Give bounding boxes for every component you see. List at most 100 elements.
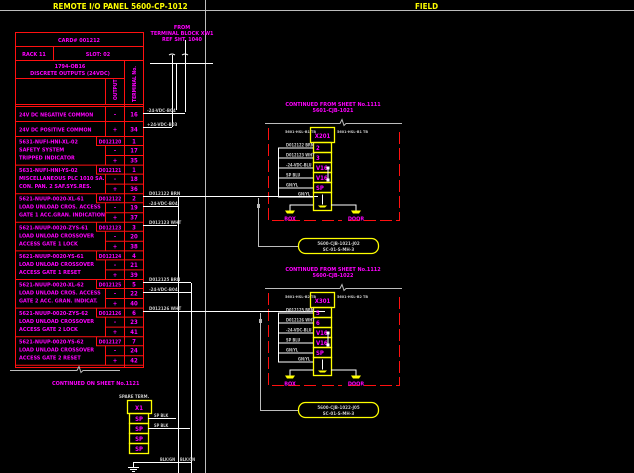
point-neg-terminal: 18 (130, 176, 138, 183)
point-address: D012124 (99, 254, 122, 260)
svg-text:6: 6 (316, 320, 320, 327)
svg-text:-24-VDC-B04: -24-VDC-B04 (147, 108, 176, 114)
svg-text:D012123 WHT: D012123 WHT (286, 153, 315, 158)
point-neg-terminal: 23 (130, 319, 138, 326)
point-pos-terminal: 36 (130, 186, 138, 193)
point-neg-terminal: 19 (130, 205, 138, 212)
cable-id: 5600-CJB-1021-J02 (317, 241, 359, 247)
header-left-title: REMOTE I/O PANEL 5600-CP-1012 (53, 2, 188, 11)
point-output: 1 (132, 167, 136, 174)
card-table-rows: 24V DC NEGATIVE COMMON-16 24V DC POSITIVE… (15, 106, 143, 366)
svg-text:GN/YL: GN/YL (286, 183, 299, 188)
svg-text:GN/YL: GN/YL (298, 192, 311, 197)
point-desc-1: MISCELLANEOUS PLC 1010 SA. (19, 176, 105, 182)
cable-tag (297, 401, 380, 419)
svg-text:3: 3 (316, 155, 320, 162)
svg-text:GN/YL: GN/YL (286, 348, 299, 353)
point-neg-sign: - (114, 262, 116, 269)
svg-text:SP: SP (316, 350, 324, 357)
point-pos-sign: + (113, 243, 118, 250)
point-neg-sign: - (114, 348, 116, 355)
common-terminal: 34 (130, 127, 138, 134)
common-terminal: 16 (130, 112, 138, 119)
point-pos-terminal: 40 (130, 301, 138, 308)
col-output: OUTPUT (113, 79, 119, 100)
spare-terminal-id: X1 (135, 405, 143, 412)
point-address: D012126 (99, 311, 122, 317)
svg-text:-24-VDC-BLU: -24-VDC-BLU (286, 163, 312, 168)
gate2-wire-labels: D012125 BRN -24-VDC-B04 D012126 WHT (149, 277, 182, 312)
col-terminal: TERMINAL No. (132, 66, 138, 102)
svg-text:FROM: FROM (174, 25, 190, 31)
junction-box: CONTINUED FROM SHEET No.11125600-CJB-102… (259, 267, 402, 419)
point-neg-sign: - (114, 233, 116, 240)
point-address: D012120 (99, 140, 122, 146)
point-desc-2: GATE 2 ACC. GRAN. INDICAT. (19, 299, 98, 305)
point-tag: 5621-NUUP-0020-YS-61 (19, 254, 84, 260)
point-output: 5 (132, 282, 136, 289)
point-tag: 5621-NUUP-0020-XL-62 (19, 283, 84, 289)
svg-text:-24-VDC-BLU: -24-VDC-BLU (286, 328, 312, 333)
point-desc-2: ACCESS GATE 1 RESET (19, 270, 81, 276)
point-address: D012122 (99, 197, 122, 203)
svg-text:5: 5 (316, 310, 320, 317)
continued-on-note: CONTINUED ON SHEET No.1121 (52, 381, 140, 387)
point-pos-terminal: 42 (130, 358, 138, 365)
module-desc: DISCRETE OUTPUTS (24VDC) (30, 71, 110, 77)
point-neg-terminal: 22 (130, 291, 138, 298)
point-desc-2: GATE 1 ACC.GRAN. INDICATION (19, 213, 105, 219)
svg-text:SPARE TERM.: SPARE TERM. (119, 394, 150, 400)
svg-text:D012126 WHT: D012126 WHT (149, 306, 182, 312)
point-neg-terminal: 21 (130, 262, 138, 269)
gate2-wires (143, 282, 325, 473)
point-desc-1: LOAD UNLOAD CROSSOVER (19, 262, 94, 268)
point-desc-1: LOAD UNLOAD CROS. ACCESS (19, 291, 101, 297)
svg-text:SP BLK: SP BLK (154, 413, 169, 418)
point-desc-1: LOAD UNLOAD CROS. ACCESS (19, 205, 101, 211)
common-label: 24V DC POSITIVE COMMON (19, 128, 92, 134)
ground-door-label: DOOR (348, 382, 365, 388)
point-neg-sign: - (114, 319, 116, 326)
svg-text:D012126 WHT: D012126 WHT (286, 318, 315, 323)
svg-text:-24-VDC-B04: -24-VDC-B04 (149, 201, 178, 207)
svg-text:5601-HSL-B1 TB: 5601-HSL-B1 TB (285, 129, 316, 134)
point-neg-sign: - (114, 148, 116, 155)
svg-text:5601-HSL-B2 TB: 5601-HSL-B2 TB (285, 294, 316, 299)
cable-desc: SC-01-S-MH-3 (323, 411, 355, 417)
svg-text:2: 2 (316, 145, 320, 152)
point-neg-sign: - (114, 205, 116, 212)
cable-id: 5600-CJB-1022-J05 (317, 405, 359, 411)
continued-from-note: CONTINUED FROM SHEET No.1111 (285, 102, 381, 108)
card-table: CARD# 001212 RACK 11 SLOT: 02 1794-OB16 … (15, 32, 144, 368)
point-pos-terminal: 39 (130, 272, 138, 279)
svg-text:5601-HSL-B2 TB: 5601-HSL-B2 TB (337, 294, 368, 299)
svg-text:+24-VDC-B03: +24-VDC-B03 (147, 122, 178, 128)
common-row: 24V DC NEGATIVE COMMON-16 (15, 106, 143, 122)
svg-text:-24-VDC-B04: -24-VDC-B04 (149, 287, 178, 293)
svg-text:BLK/GN: BLK/GN (160, 457, 175, 462)
spare-cell-label: SP (135, 416, 143, 423)
svg-text:REF SHT. 1040: REF SHT. 1040 (162, 37, 202, 43)
point-desc-2: TRIPPED INDICATOR (19, 156, 75, 162)
point-tag: 5621-NUUP-0020-ZYS-61 (19, 225, 89, 231)
point-address: D012121 (99, 168, 122, 174)
svg-text:V16: V16 (316, 340, 328, 347)
box-tag: 5600-CJB-1022 (313, 273, 354, 279)
rack-number: RACK 11 (22, 52, 46, 58)
point-pos-terminal: 37 (130, 215, 138, 222)
svg-text:D012125 BRN: D012125 BRN (286, 308, 314, 313)
svg-text:D012122 BRN: D012122 BRN (286, 143, 314, 148)
module-type: 1794-OB16 (55, 64, 86, 70)
point-pos-sign: + (113, 272, 118, 279)
svg-text:V16: V16 (316, 330, 328, 337)
point-desc-1: LOAD UNLOAD CROSSOVER (19, 319, 94, 325)
cable-tag (297, 237, 380, 255)
point-neg-sign: - (114, 291, 116, 298)
